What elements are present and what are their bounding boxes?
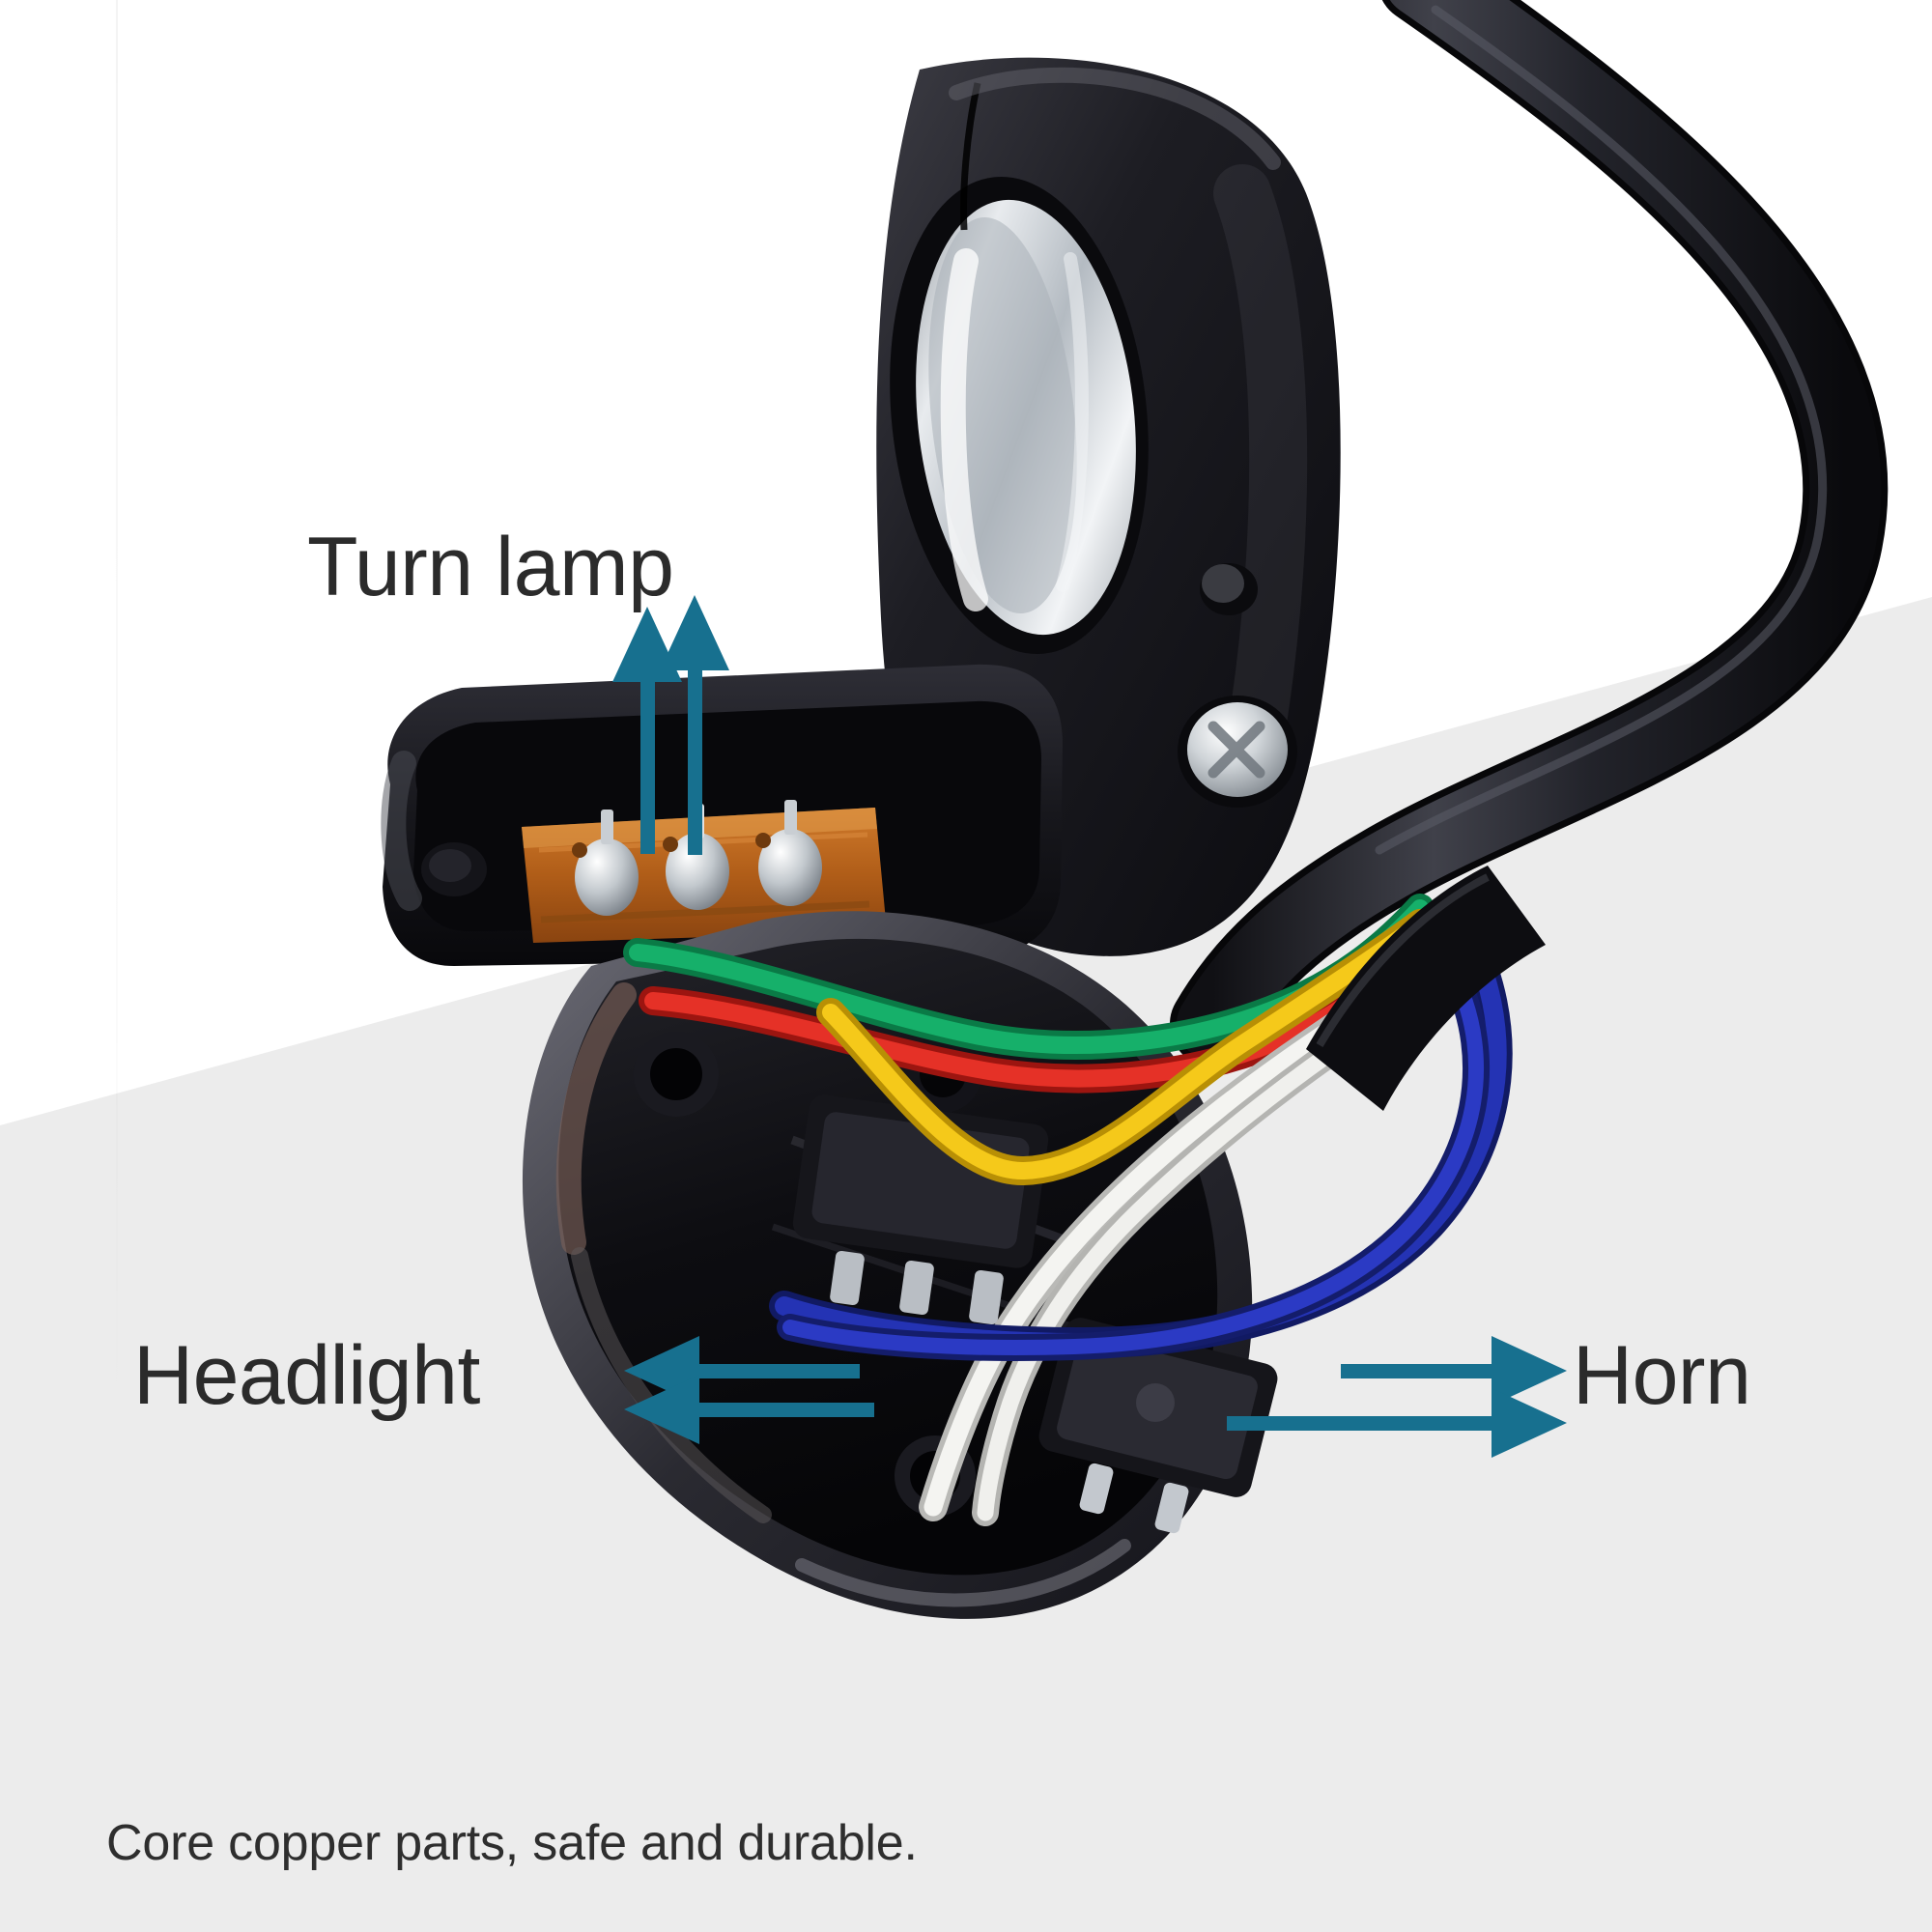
cable-jacket-end [1306,866,1546,1111]
clamp-screw [1178,696,1297,808]
horn-micro-switch [1038,1318,1278,1534]
annotation-label-headlight: Headlight [133,1329,480,1422]
wire-bundle [623,894,1513,1526]
annotation-label-turn-lamp: Turn lamp [307,521,674,613]
wire-harness-cable [1170,0,1889,1066]
handlebar-collar-metal [916,199,1136,636]
marketing-caption: Core copper parts, safe and durable. [106,1815,918,1871]
annotation-label-horn: Horn [1573,1329,1751,1422]
solder-joints [572,800,822,916]
clamp-detent-pin [1200,563,1258,615]
background-wall-edge [116,0,118,1430]
